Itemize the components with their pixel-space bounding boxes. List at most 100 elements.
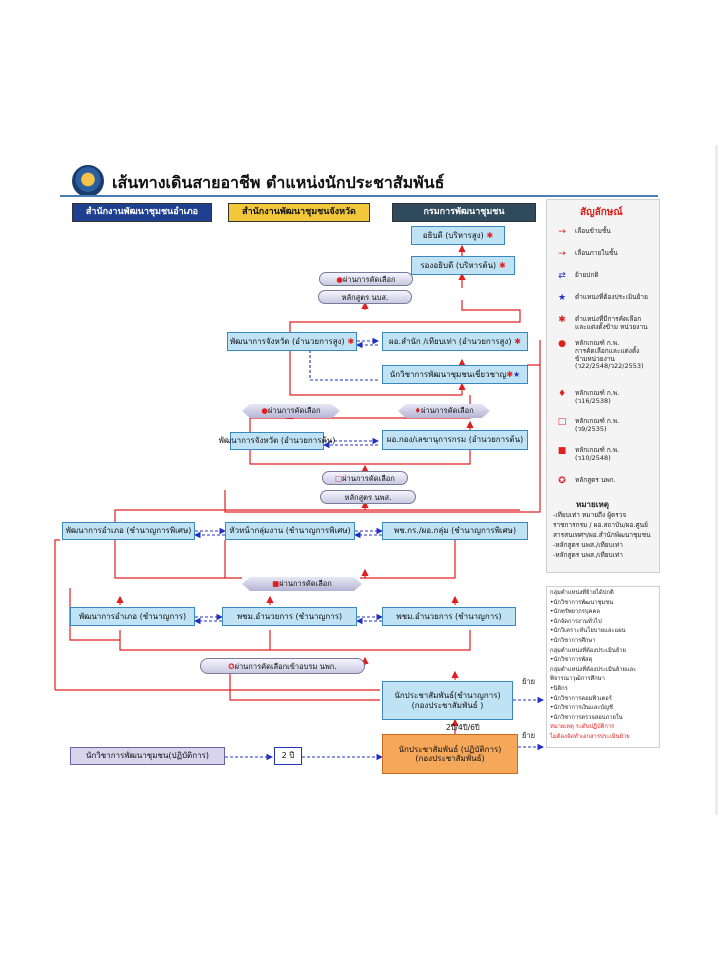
side-panel-line: กลุ่มตำแหน่งที่ต้องประเมินย้าย [550, 647, 626, 654]
side-panel-line: •นิติกร [550, 686, 568, 692]
side-panel-line: •นักวิเคราะห์นโยบายและแผน [550, 628, 626, 635]
box-label: นักวิชาการพัฒนาชุมชนเชี่ยวชาญ [389, 369, 507, 379]
legend-symbol-icon: → [558, 227, 566, 237]
legend-symbol-icon: ⇄ [558, 271, 566, 281]
selection-hex-3: ♦ผ่านการคัดเลือก [398, 404, 490, 418]
box-label: นักประชาสัมพันธ์(ชำนาญการ) [394, 691, 501, 701]
note-line: ราชการกรม / ผอ.สถาบัน/ผอ.ศูนย์ [553, 521, 648, 529]
note-line: -เทียบเท่า หมายถึง ผู้ตรวจ [553, 511, 627, 519]
side-panel-line: หมายเหตุ ระดับปฏิบัติการ [550, 724, 615, 731]
red-diamond-icon: ♦ [414, 406, 422, 415]
selection-hex-5: ■ผ่านการคัดเลือก [242, 577, 362, 591]
course-pill-1: หลักสูตร นบส. [318, 290, 412, 304]
side-panel-line: •นักวิชาการพัฒนาชุมชน [550, 599, 614, 606]
box-community-dev-practitioner: นักวิชาการพัฒนาชุมชน(ปฏิบัติการ) [70, 747, 225, 765]
side-panel-line: •นักวิชาการเงินและบัญชี [550, 705, 613, 712]
box-group-head-special: หัวหน้ากลุ่มงาน (ชำนาญการพิเศษ) [225, 522, 355, 540]
notes-title: หมายเหตุ [576, 500, 609, 509]
column-header-department: กรมการพัฒนาชุมชน [392, 203, 536, 222]
page-edge-shadow [715, 145, 718, 815]
side-panel-line: ไม่ต้องจัดทำเอกสารประเมินย้าย [550, 734, 630, 740]
selection-pill-4: □ผ่านการคัดเลือก [322, 471, 408, 485]
side-panel-line: •นักวิชาการคอมพิวเตอร์ [550, 695, 612, 702]
box-sublabel: (กองประชาสัมพันธ์ ) [411, 700, 484, 710]
legend-item-label: หลักเกณฑ์ ก.พ. การคัดเลือกและแต่งตั้ง ข้… [575, 339, 644, 371]
note-line: สารสนเทศฯ/ผอ.สำนักพัฒนาชุมชน [553, 531, 651, 539]
legend-symbol-icon: ✪ [558, 476, 566, 486]
side-panel-line: •นักวิชาการตรวจสอบภายใน [550, 714, 623, 721]
note-line: -หลักสูตร นพส./เทียบเท่า [553, 541, 623, 549]
star-icon: ★ [513, 369, 521, 379]
box-pr-officer-prof: นักประชาสัมพันธ์(ชำนาญการ) (กองประชาสัมพ… [382, 681, 513, 720]
cross-selection-icon: ✱ [511, 336, 521, 346]
legend-symbol-icon: ● [558, 339, 566, 349]
legend-item-label: ย้ายปกติ [575, 271, 599, 279]
red-dot-icon: ● [336, 275, 343, 284]
red-star-circle-icon: ✪ [228, 662, 235, 671]
side-panel-line: •นักจัดการงานทั่วไป [550, 618, 602, 625]
box-pms-district-2: พชม.อำนวยการ (ชำนาญการ) [382, 607, 516, 626]
selection-pill-6: ✪ผ่านการคัดเลือกเข้าอบรม นพก. [200, 658, 365, 674]
selection-hex-2: ●ผ่านการคัดเลือก [242, 404, 340, 418]
column-header-district: สำนักงานพัฒนาชุมชนอำเภอ [72, 203, 212, 222]
legend-symbol-icon: ♦ [557, 389, 567, 399]
cross-selection-icon: ✱ [483, 230, 494, 240]
title-divider [60, 195, 658, 197]
box-director-general: อธิบดี (บริหารสูง) ✱ [411, 226, 505, 245]
box-district-dev-prof: พัฒนาการอำเภอ (ชำนาญการ) [70, 607, 195, 626]
legend-item-label: หลักสูตร นพก. [575, 476, 616, 484]
legend-symbol-icon: □ [557, 417, 567, 427]
box-label: พัฒนาการจังหวัด (อำนวยการสูง) [229, 336, 345, 346]
box-label: ผอ.สำนัก /เทียบเท่า (อำนวยการสูง) [389, 336, 512, 346]
red-square-outline-icon: □ [335, 474, 343, 483]
cross-selection-icon: ✱ [344, 336, 355, 346]
box-two-years: 2 ปี [274, 747, 302, 765]
box-pms-district-1: พชม.อำนวยการ (ชำนาญการ) [222, 607, 357, 626]
side-panel-line: กลุ่มตำแหน่งที่ต้องประเมินย้ายและ [550, 666, 637, 673]
side-panel-line: •นักวิชาการศึกษา [550, 638, 596, 644]
move-label-2: ย้าย [522, 731, 536, 740]
side-panel-line: กลุ่มตำแหน่งที่ย้ายได้ปกติ [550, 590, 614, 596]
legend-symbol-icon: ✱ [558, 315, 566, 325]
cross-selection-icon: ✱ [506, 369, 514, 379]
department-logo-icon [72, 165, 104, 197]
legend-panel [546, 199, 660, 573]
side-panel-line: •นักทรัพยากรบุคคล [550, 609, 600, 616]
cross-selection-icon: ✱ [496, 260, 506, 270]
red-square-icon: ■ [272, 579, 280, 588]
legend-title: สัญลักษณ์ [580, 207, 623, 218]
side-panel [546, 586, 660, 748]
box-office-director-senior: ผอ.สำนัก /เทียบเท่า (อำนวยการสูง) ✱ [382, 332, 528, 351]
legend-item-label: หลักเกณฑ์ ก.พ. (ว9/2535) [575, 417, 620, 433]
box-expert-analyst: นักวิชาการพัฒนาชุมชนเชี่ยวชาญ✱★ [382, 365, 528, 384]
years-label: 2ปี/4ปี/6ปี [446, 723, 480, 732]
legend-item-label: ตำแหน่งที่ต้องประเมินย้าย [575, 293, 648, 301]
legend-item-label: หลักเกณฑ์ ก.พ. (ว16/2538) [575, 389, 620, 405]
box-label: อธิบดี (บริหารสูง) [422, 230, 484, 240]
legend-symbol-icon: → [558, 249, 566, 259]
box-division-director: ผอ.กอง/เลขานุการกรม (อำนวยการต้น) [382, 430, 528, 450]
selection-pill-1: ●ผ่านการคัดเลือก [319, 272, 413, 286]
box-provincial-dev-senior: พัฒนาการจังหวัด (อำนวยการสูง) ✱ [227, 332, 357, 351]
legend-symbol-icon: ■ [557, 446, 567, 456]
box-deputy-director-general: รองอธิบดี (บริหารต้น) ✱ [411, 256, 515, 275]
course-pill-2: หลักสูตร นพส. [320, 490, 416, 504]
box-ppk-special: พช.กร./ผอ.กลุ่ม (ชำนาญการพิเศษ) [382, 522, 528, 540]
box-district-dev-special: พัฒนาการอำเภอ (ชำนาญการพิเศษ) [62, 522, 195, 540]
legend-item-label: ตำแหน่งที่มีการคัดเลือก และแต่งตั้งข้าม … [575, 315, 648, 331]
box-provincial-dev-basic: พัฒนาการจังหวัด (อำนวยการต้น) [219, 432, 335, 450]
red-dot-icon: ● [261, 406, 268, 415]
legend-item-label: เลื่อนข้ามชั้น [575, 227, 611, 235]
legend-item-label: หลักเกณฑ์ ก.พ. (ว10/2548) [575, 446, 620, 462]
legend-symbol-icon: ★ [557, 293, 567, 303]
side-panel-line: •นักวิชาการพัสดุ [550, 657, 593, 664]
box-sublabel: (กองประชาสัมพันธ์) [415, 754, 485, 763]
move-label-1: ย้าย [522, 677, 536, 686]
column-header-province: สำนักงานพัฒนาชุมชนจังหวัด [228, 203, 370, 222]
box-label: รองอธิบดี (บริหารต้น) [420, 260, 497, 270]
note-line: -หลักสูตร นพส./เทียบเท่า [553, 551, 623, 559]
box-pr-officer-practitioner: นักประชาสัมพันธ์ (ปฏิบัติการ) (กองประชาส… [382, 734, 518, 774]
page-title: เส้นทางเดินสายอาชีพ ตำแหน่งนักประชาสัมพั… [112, 173, 445, 192]
legend-item-label: เลื่อนภายในชั้น [575, 249, 618, 257]
